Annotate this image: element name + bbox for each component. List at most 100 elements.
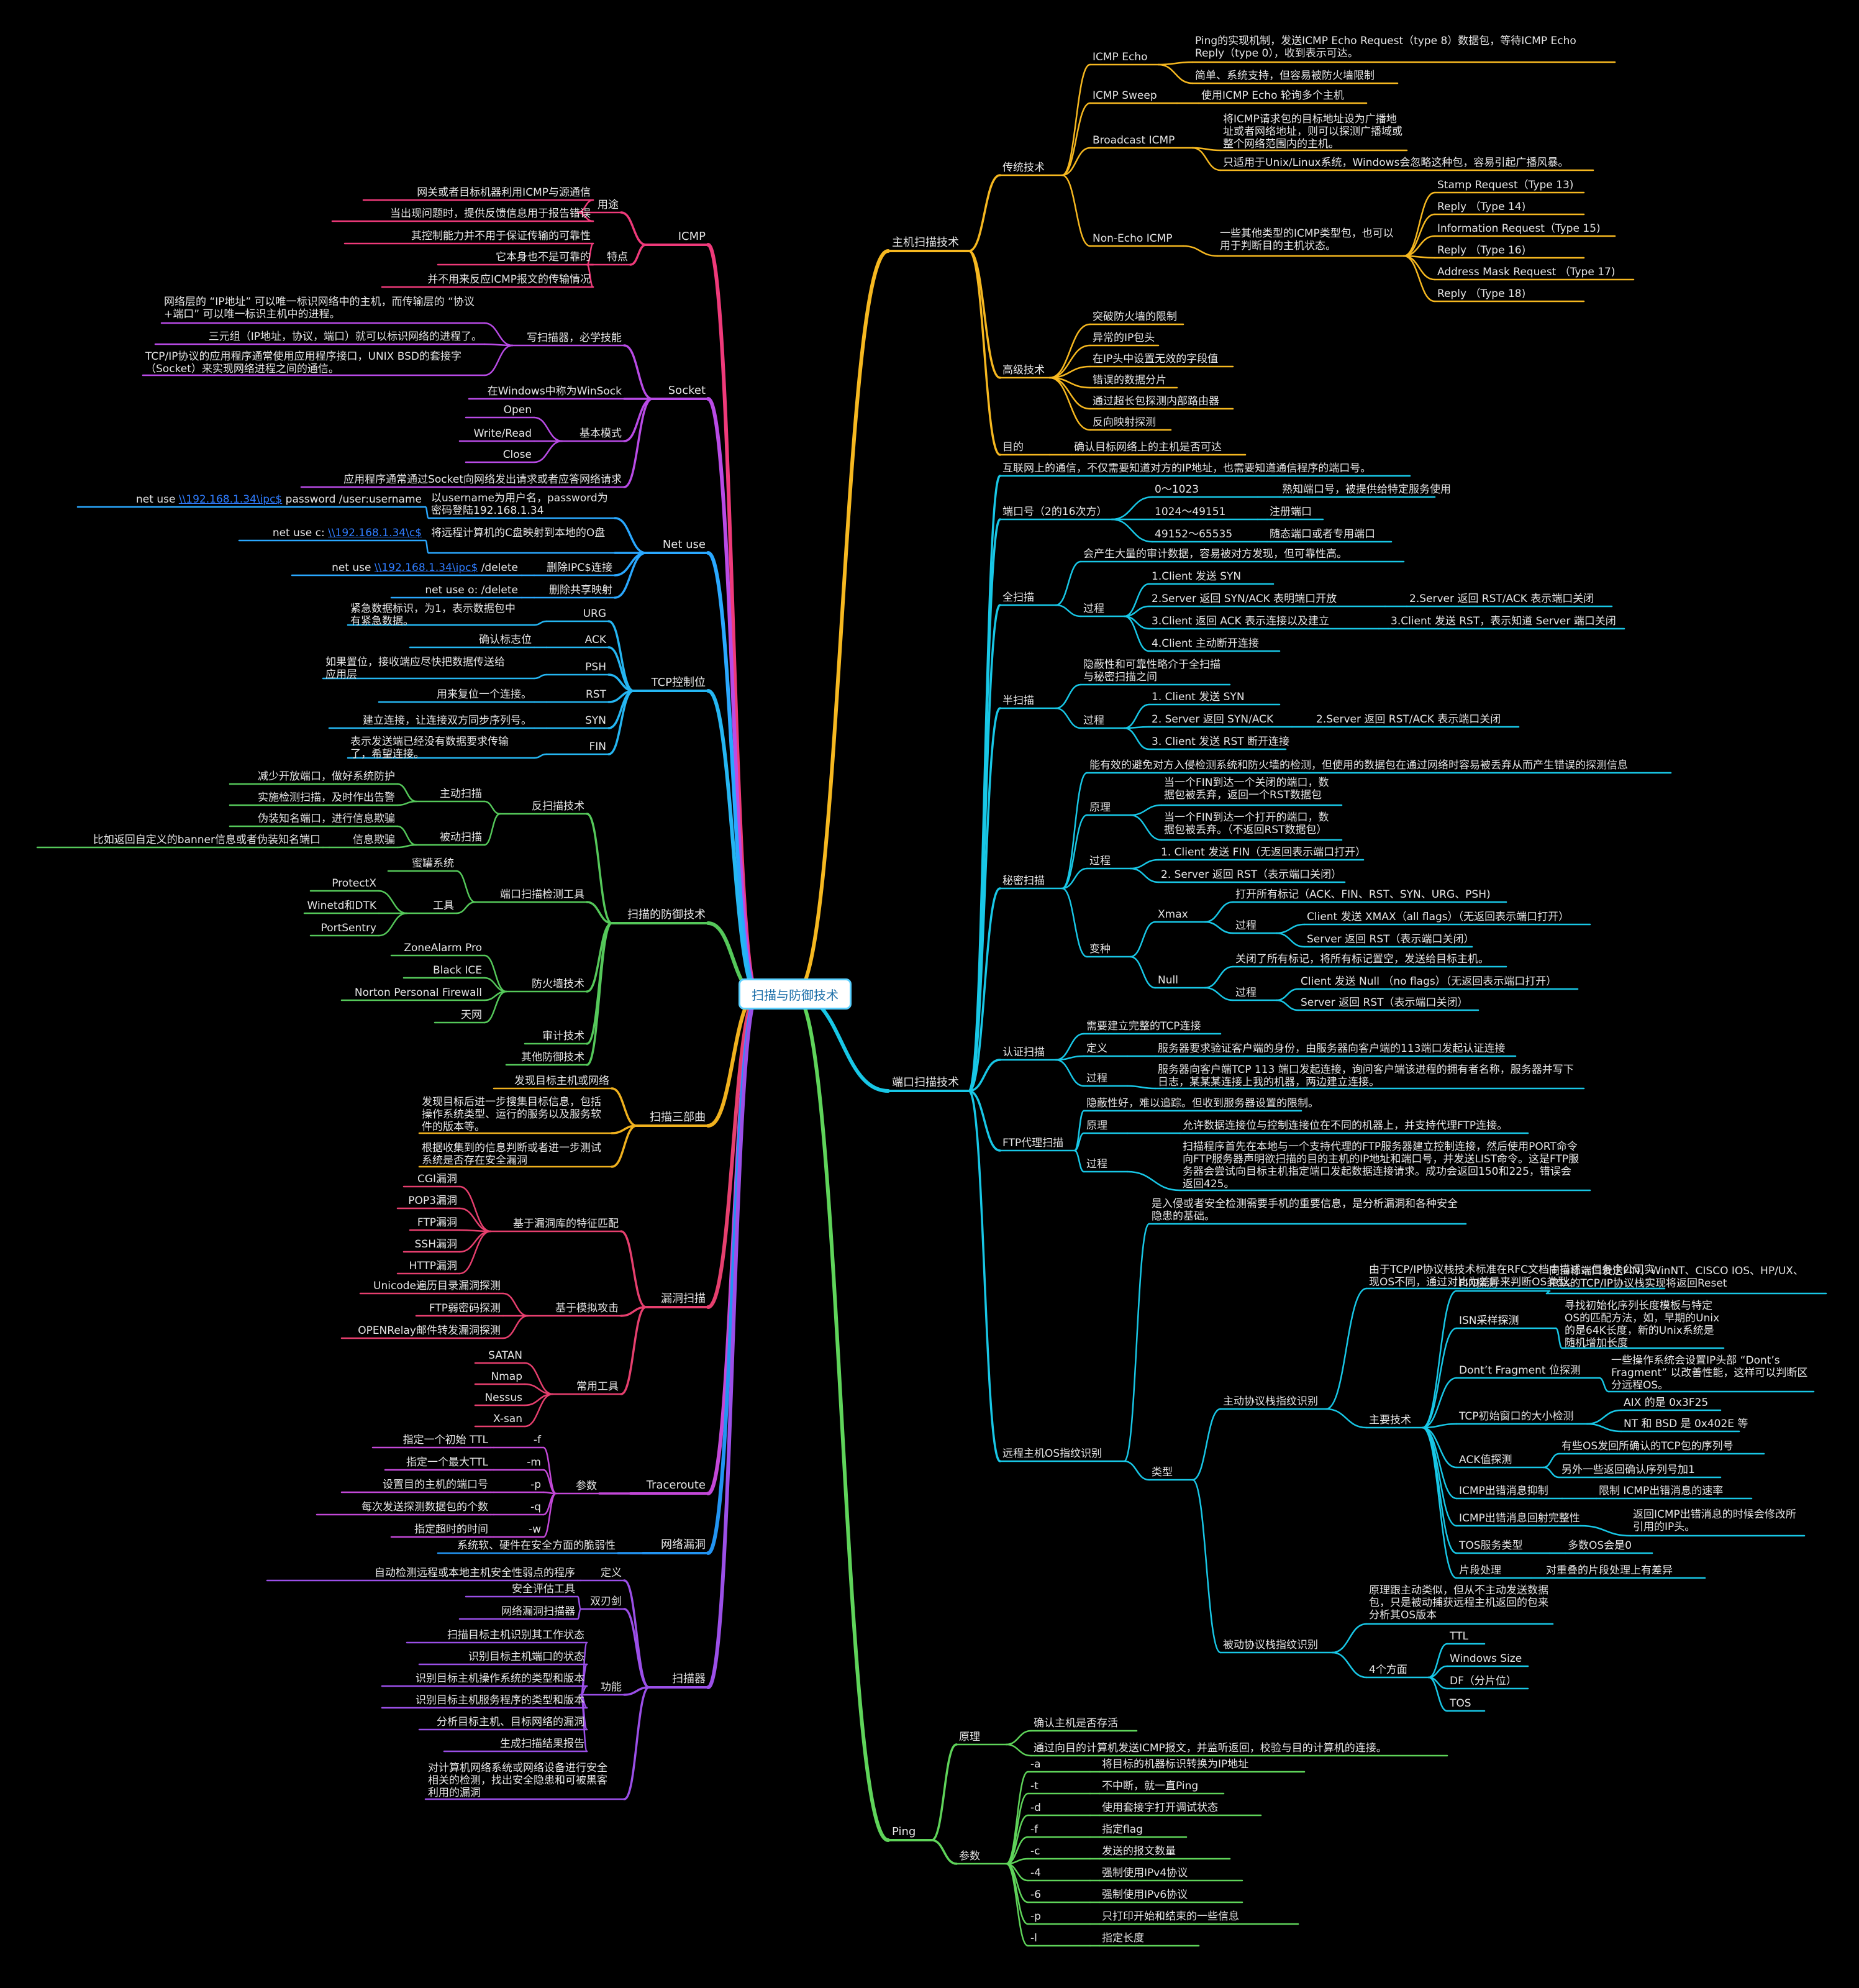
node-sc-def-1[interactable]: 自动检测远程或本地主机安全性弱点的程序 — [375, 1567, 575, 1579]
node-tr-param[interactable]: 参数 — [576, 1480, 597, 1492]
node-pg-param[interactable]: 参数 — [959, 1850, 980, 1863]
node-df-passive[interactable]: 被动扫描 — [440, 831, 482, 844]
node-ps-os-four-2[interactable]: Windows Size — [1450, 1653, 1522, 1665]
node-ps-xmas[interactable]: Xmax — [1158, 908, 1188, 921]
node-sk-write-1[interactable]: 网络层的 “IP地址” 可以唯一标识网络中的主机，而传输层的 “协议+端口” 可… — [164, 296, 475, 321]
node-ps-full-p3b[interactable]: 3.Client 发送 RST，表示知道 Server 端口关闭 — [1391, 615, 1616, 627]
node-ps-os-win[interactable]: TCP初始窗口的大小检测 — [1459, 1410, 1574, 1423]
node-pg-l[interactable]: -l — [1030, 1932, 1037, 1945]
node-pg-4-1[interactable]: 强制使用IPv4协议 — [1102, 1867, 1188, 1879]
node-vs-tool[interactable]: 常用工具 — [576, 1380, 619, 1393]
node-tr-w-1[interactable]: 指定超时的时间 — [414, 1523, 488, 1536]
node-ps-os-four-1[interactable]: TTL — [1450, 1630, 1468, 1643]
node-ps-os-four[interactable]: 4个方面 — [1369, 1664, 1407, 1676]
node-sc-func-3[interactable]: 识别目标主机操作系统的类型和版本 — [416, 1672, 584, 1685]
node-ic-feat-2[interactable]: 它本身也不是可靠的 — [496, 251, 591, 263]
node-ps-null-p1[interactable]: Client 发送 Null （no flags）（无返回表示端口打开） — [1301, 975, 1557, 988]
node-df-fw[interactable]: 防火墙技术 — [532, 978, 584, 990]
node-ps-null-1[interactable]: 关闭了所有标记，将所有标记置空，发送给目标主机。 — [1235, 953, 1489, 965]
node-df-fw-1[interactable]: ZoneAlarm Pro — [404, 942, 482, 954]
node-pg-6-1[interactable]: 强制使用IPv6协议 — [1102, 1889, 1188, 1901]
node-ps-auth-p1[interactable]: 服务器向客户端TCP 113 端口发起连接，询问客户端该进程的拥有者名称，服务器… — [1158, 1064, 1574, 1088]
node-ps-os-1[interactable]: 是入侵或者安全检测需要手机的重要信息，是分析漏洞和各种安全隐患的基础。 — [1152, 1198, 1458, 1223]
node-vs-sim-1[interactable]: Unicode遍历目录漏洞探测 — [373, 1280, 501, 1292]
node-df-fw-3[interactable]: Norton Personal Firewall — [354, 987, 482, 999]
node-ts-2[interactable]: 发现目标后进一步搜集目标信息，包括操作系统类型、运行的服务以及服务软件的版本等。 — [422, 1096, 601, 1133]
node-ps-port-1[interactable]: 0～1023 — [1155, 483, 1199, 496]
node-ps-os-ack[interactable]: ACK值探测 — [1459, 1454, 1512, 1466]
node-ps-os-ack-2[interactable]: 另外一些返回确认序列号加1 — [1561, 1464, 1695, 1476]
node-df-anti[interactable]: 反扫描技术 — [532, 800, 584, 813]
node-ps-os-type[interactable]: 类型 — [1152, 1466, 1173, 1479]
node-ps-null[interactable]: Null — [1158, 974, 1178, 987]
node-hs-goal-1[interactable]: 确认目标网络上的主机是否可达 — [1074, 441, 1222, 454]
node-tf-ack[interactable]: ACK — [584, 634, 606, 646]
node-sc-func-1[interactable]: 扫描目标主机识别其工作状态 — [447, 1629, 584, 1641]
node-sc-func[interactable]: 功能 — [601, 1681, 622, 1694]
branch-port-scan[interactable]: 端口扫描技术 — [892, 1076, 959, 1089]
node-hs-nonecho-1[interactable]: 一些其他类型的ICMP类型包，也可以用于判断目的主机状态。 — [1220, 227, 1394, 252]
node-df-audit[interactable]: 审计技术 — [542, 1030, 584, 1042]
node-hs-adv-4[interactable]: 错误的数据分片 — [1093, 374, 1166, 386]
node-hs-adv-6[interactable]: 反向映射探测 — [1093, 416, 1156, 429]
node-ts-3[interactable]: 根据收集到的信息判断或者进一步测试系统是否存在安全漏洞 — [422, 1142, 601, 1167]
node-vs-tool-1[interactable]: SATAN — [488, 1349, 522, 1362]
node-ps-port-3a[interactable]: 随态端口或者专用端口 — [1270, 528, 1375, 540]
node-vs-sim[interactable]: 基于模拟攻击 — [555, 1302, 619, 1315]
node-ps-os-icmp1[interactable]: ICMP出错消息抑制 — [1459, 1485, 1548, 1497]
node-df-active[interactable]: 主动扫描 — [440, 788, 482, 800]
node-hs-ne-2[interactable]: Reply （Type 14) — [1437, 201, 1526, 213]
node-nu-2-desc[interactable]: 将远程计算机的C盘映射到本地的O盘 — [431, 527, 606, 539]
node-hs-ne-4[interactable]: Reply （Type 16) — [1437, 244, 1526, 257]
node-sk-mode-3[interactable]: Close — [502, 449, 532, 461]
node-pg-d[interactable]: -d — [1030, 1802, 1041, 1814]
node-tr-m[interactable]: -m — [527, 1456, 541, 1469]
node-df-fw-4[interactable]: 天网 — [461, 1009, 482, 1021]
node-ps-os-four-4[interactable]: TOS — [1450, 1697, 1471, 1710]
node-tr-f-1[interactable]: 指定一个初始 TTL — [402, 1434, 488, 1446]
node-pg-t[interactable]: -t — [1030, 1780, 1039, 1792]
node-tf-syn-1[interactable]: 建立连接，让连接双方同步序列号。 — [363, 714, 532, 727]
node-ps-os-win-1[interactable]: AIX 的是 0x3F25 — [1624, 1397, 1709, 1409]
node-tr-m-1[interactable]: 指定一个最大TTL — [406, 1456, 488, 1469]
node-ps-null-proc[interactable]: 过程 — [1235, 987, 1257, 999]
node-hs-adv-3[interactable]: 在IP头中设置无效的字段值 — [1093, 353, 1219, 365]
share-path-link[interactable]: \\192.168.1.34\ipc$ — [374, 562, 478, 574]
node-df-info[interactable]: 信息欺骗 — [353, 834, 395, 846]
node-ps-os[interactable]: 远程主机OS指纹识别 — [1002, 1448, 1102, 1460]
node-ps-ftp-prin[interactable]: 原理 — [1086, 1119, 1107, 1132]
node-sc-func-2[interactable]: 识别目标主机端口的状态 — [468, 1651, 584, 1663]
node-hs-ne-6[interactable]: Reply （Type 18) — [1437, 288, 1526, 300]
node-ps-xmas-p1[interactable]: Client 发送 XMAX（all flags）（无返回表示端口打开） — [1307, 911, 1570, 923]
node-vs-feat-3[interactable]: FTP漏洞 — [417, 1216, 457, 1229]
node-ps-full-p2b[interactable]: 2.Server 返回 RST/ACK 表示端口关闭 — [1409, 593, 1594, 605]
branch-scanner[interactable]: 扫描器 — [672, 1672, 706, 1685]
node-tr-w[interactable]: -w — [528, 1523, 541, 1536]
node-ps-full[interactable]: 全扫描 — [1002, 591, 1034, 604]
node-sc-dual[interactable]: 双刃剑 — [590, 1595, 622, 1608]
node-ps-sec-p1[interactable]: 1. Client 发送 FIN（无返回表示端口打开） — [1161, 846, 1366, 859]
node-vs-tool-2[interactable]: Nmap — [491, 1370, 523, 1383]
node-pg-prin-2[interactable]: 通过向目的计算机发送ICMP报文，并监听返回，校验与目的计算机的连接。 — [1034, 1742, 1387, 1754]
node-ts-1[interactable]: 发现目标主机或网络 — [514, 1075, 609, 1087]
node-ps-port-2a[interactable]: 注册端口 — [1270, 506, 1312, 518]
node-sc-def[interactable]: 定义 — [601, 1567, 622, 1579]
node-ic-feat[interactable]: 特点 — [607, 251, 628, 263]
node-pg-c-1[interactable]: 发送的报文数量 — [1102, 1845, 1176, 1858]
node-sk-mode-1[interactable]: Open — [503, 404, 532, 416]
node-tr-f[interactable]: -f — [533, 1434, 541, 1446]
node-ps-null-p2[interactable]: Server 返回 RST（表示端口关闭） — [1301, 996, 1468, 1009]
branch-ping[interactable]: Ping — [892, 1825, 916, 1838]
node-ps-os-main[interactable]: 主要技术 — [1369, 1414, 1411, 1426]
node-ps-half-p2b[interactable]: 2.Server 返回 RST/ACK 表示端口关闭 — [1316, 713, 1501, 726]
node-ps-ftp-p1[interactable]: 扫描程序首先在本地与一个支持代理的FTP服务器建立控制连接，然后使用PORT命令… — [1183, 1141, 1579, 1190]
node-hs-echo[interactable]: ICMP Echo — [1093, 51, 1148, 63]
node-ic-use[interactable]: 用途 — [598, 199, 619, 211]
node-tf-fin[interactable]: FIN — [589, 741, 606, 753]
node-vs-feat-1[interactable]: CGI漏洞 — [417, 1173, 457, 1185]
branch-icmp[interactable]: ICMP — [678, 230, 706, 243]
node-ps-os-fin[interactable]: FIN探测 — [1459, 1277, 1498, 1290]
node-sc-func-6[interactable]: 生成扫描结果报告 — [500, 1738, 584, 1750]
node-hs-sweep[interactable]: ICMP Sweep — [1093, 89, 1157, 102]
node-sk-mode[interactable]: 基本模式 — [580, 427, 622, 440]
